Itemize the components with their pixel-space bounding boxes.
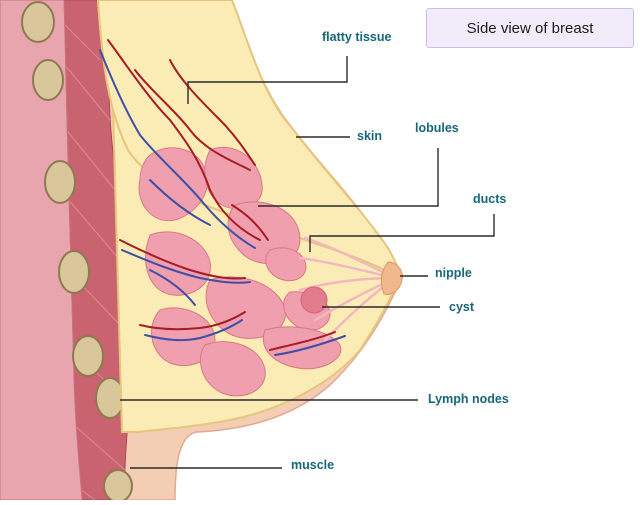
- label-lobules: lobules: [415, 121, 459, 135]
- label-cyst: cyst: [449, 300, 475, 314]
- lobules: [138, 146, 342, 397]
- label-muscle: muscle: [291, 458, 335, 472]
- label-leader-lines: [120, 56, 495, 469]
- label-nipple: nipple: [435, 266, 472, 280]
- leader-lobules: [258, 148, 439, 207]
- cyst: [300, 286, 328, 314]
- leader-fatty-tissue: [187, 56, 348, 104]
- nipple: [380, 261, 403, 295]
- label-ducts: ducts: [473, 192, 507, 206]
- arteries: [107, 39, 336, 351]
- diagram-title: Side view of breast: [426, 8, 634, 48]
- veins: [99, 49, 346, 356]
- label-lymph-nodes: Lymph nodes: [428, 392, 509, 406]
- label-fatty-tissue: flatty tissue: [322, 30, 392, 44]
- label-skin: skin: [357, 129, 383, 143]
- leader-ducts: [309, 214, 495, 252]
- lymph-nodes: [21, 1, 133, 503]
